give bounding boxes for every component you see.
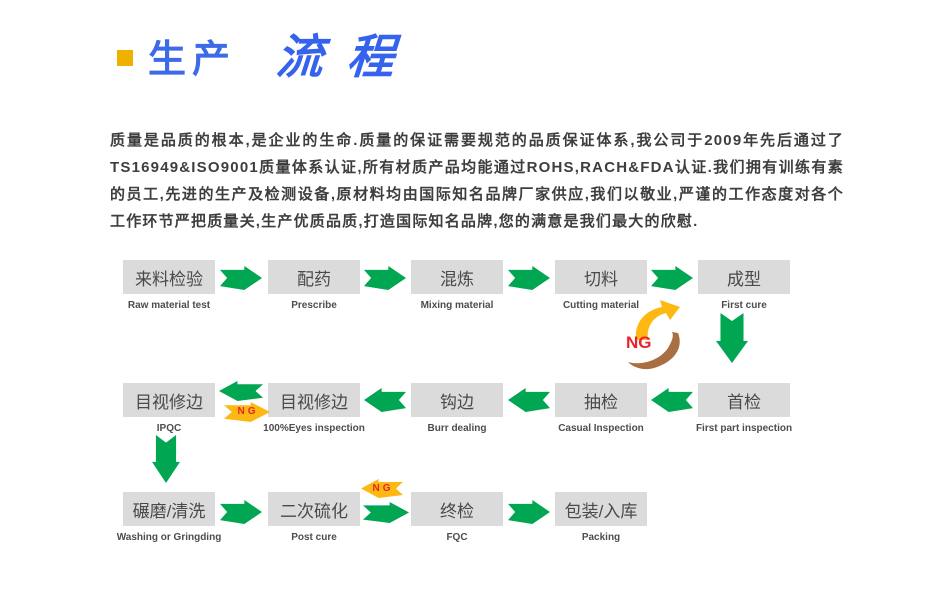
flow-arrow-down-icon — [152, 435, 180, 483]
flow-arrow-left-icon — [219, 381, 263, 401]
process-box-ipqc: 目视修边 — [123, 383, 215, 417]
process-box-raw-material-test: 来料检验 — [123, 260, 215, 294]
ng-rework-arrow-left-icon: NG — [361, 479, 403, 498]
flow-arrow-right-icon — [508, 500, 550, 524]
flow-arrow-right-icon — [220, 266, 262, 290]
flow-arrow-right-icon — [651, 266, 693, 290]
page-title-script: 流程 — [274, 30, 420, 85]
flow-arrow-right-icon — [364, 266, 406, 290]
process-label-post-cure: Post cure — [291, 532, 337, 543]
process-box-first-cure: 成型 — [698, 260, 790, 294]
process-label-eyes-inspection: 100%Eyes inspection — [263, 423, 365, 434]
title-bullet-square — [117, 50, 133, 66]
ng-label: NG — [237, 406, 259, 417]
process-label-casual-inspection: Casual Inspection — [558, 423, 644, 434]
process-box-eyes-inspection: 目视修边 — [268, 383, 360, 417]
process-label-fqc: FQC — [446, 532, 468, 543]
ng-return-curve-icon: NG — [626, 300, 680, 370]
flow-arrow-down-icon — [716, 313, 748, 363]
process-box-packing: 包装/入库 — [555, 492, 647, 526]
process-label-prescribe: Prescribe — [291, 300, 337, 311]
process-label-first-part-inspection: First part inspection — [695, 423, 793, 434]
process-label-washing-grinding: Washing or Gringding — [116, 532, 222, 543]
flow-arrow-right-icon — [220, 500, 262, 524]
process-box-washing-grinding: 碾磨/清洗 — [123, 492, 215, 526]
process-box-post-cure: 二次硫化 — [268, 492, 360, 526]
ng-rework-arrow-right-icon: NG — [224, 402, 270, 422]
process-label-packing: Packing — [581, 532, 621, 543]
process-box-fqc: 终检 — [411, 492, 503, 526]
process-label-ipqc: IPQC — [156, 423, 182, 434]
flow-arrow-left-icon — [651, 388, 693, 412]
page-title: 生产 — [148, 39, 237, 81]
flow-arrow-left-icon — [508, 388, 550, 412]
process-box-mixing-material: 混炼 — [411, 260, 503, 294]
flow-arrow-right-icon — [508, 266, 550, 290]
process-label-cutting-material: Cutting material — [562, 300, 640, 311]
quality-intro-paragraph: 质量是品质的根本,是企业的生命.质量的保证需要规范的品质保证体系,我公司于200… — [110, 132, 844, 230]
ng-curved-arrow-up-icon — [635, 300, 680, 340]
process-box-casual-inspection: 抽检 — [555, 383, 647, 417]
ng-label: NG — [626, 333, 652, 352]
flow-arrow-left-icon — [364, 388, 406, 412]
ng-label: NG — [372, 482, 394, 494]
process-box-burr-dealing: 钩边 — [411, 383, 503, 417]
process-box-prescribe: 配药 — [268, 260, 360, 294]
process-box-cutting-material: 切料 — [555, 260, 647, 294]
process-label-first-cure: First cure — [721, 300, 767, 311]
flow-arrow-right-icon — [363, 502, 409, 523]
ng-curved-arrow-down-icon — [628, 332, 680, 370]
process-label-burr-dealing: Burr dealing — [427, 423, 487, 434]
process-label-mixing-material: Mixing material — [420, 300, 494, 311]
process-box-first-part-inspection: 首检 — [698, 383, 790, 417]
process-label-raw-material-test: Raw material test — [127, 300, 211, 311]
